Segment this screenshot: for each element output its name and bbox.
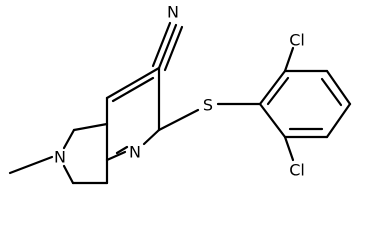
bond-ar4-ar5 [325,102,352,139]
bond-c4a-c5 [72,122,109,132]
bond-nitrile-1 [157,23,178,70]
bond-c8a-n1-inner [115,145,129,155]
bond-n6-methyl [8,155,54,175]
bond-n1-c2 [142,128,161,146]
bond-c3-c4 [105,66,161,100]
bond-ar6-cl [283,135,295,162]
molecule-structure-drawing: N N S Cl Cl N [8,3,352,185]
bond-nitrile-3 [163,25,184,72]
bond-c2-s [157,108,200,132]
atom-labels-group: N N S Cl Cl N [54,3,305,180]
bond-ar1-ar2 [258,69,287,106]
bond-c3-c4-inner [111,76,155,103]
atom-label-amine-n: N [54,148,66,167]
bonds-group [8,21,352,185]
atom-label-sulfur: S [203,96,213,115]
bond-ar1-ar2-inner [266,76,290,106]
bond-ar3-ar4 [325,69,352,106]
atom-label-ring-n: N [129,143,141,162]
atom-label-chlorine-bottom: Cl [289,161,305,180]
bond-ar2-cl [283,46,295,73]
atom-label-cyano-n: N [167,3,179,22]
bond-ar3-ar4-inner [320,77,343,107]
bond-nitrile-2 [151,21,172,68]
bond-c8a-n1 [105,150,127,162]
molecule-svg: N N S Cl Cl N [8,3,352,185]
bond-ar6-ar1 [258,102,287,139]
bond-n6-c7 [62,164,75,185]
atom-label-chlorine-top: Cl [289,31,305,50]
bond-c5-n6 [62,128,76,150]
